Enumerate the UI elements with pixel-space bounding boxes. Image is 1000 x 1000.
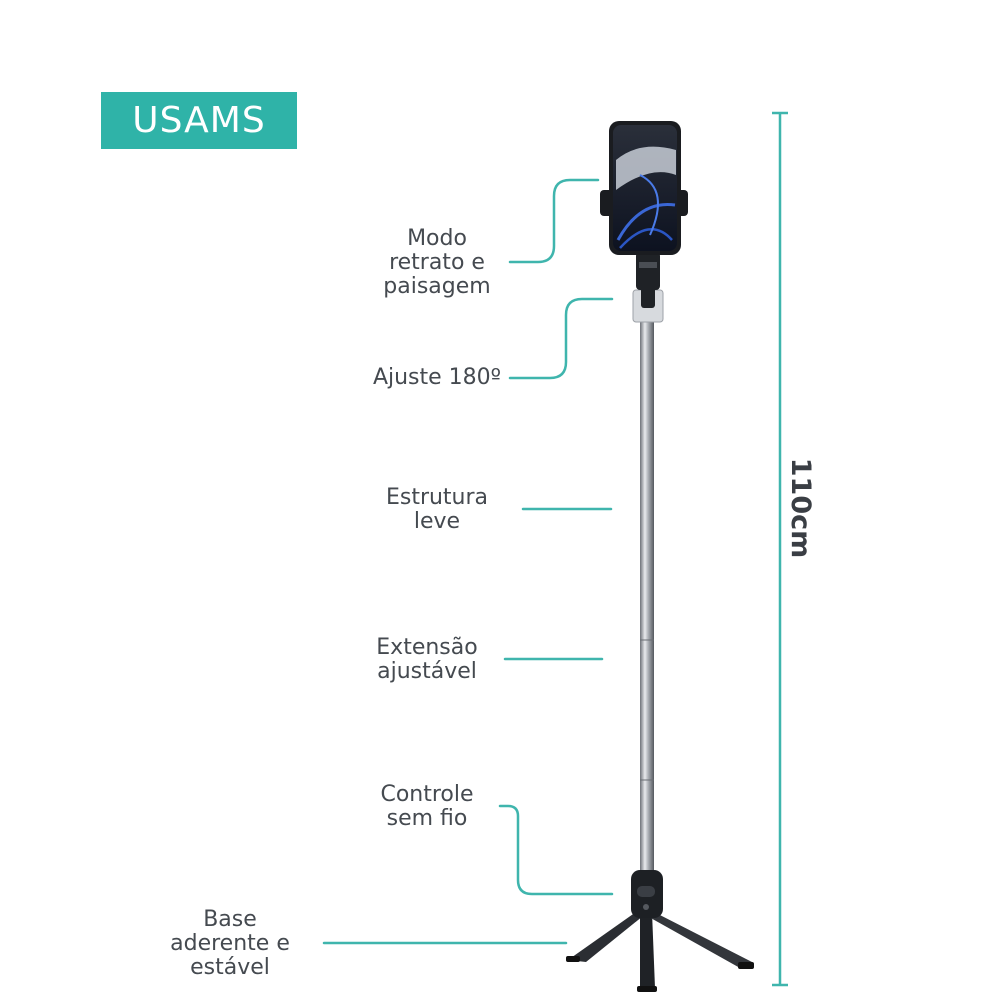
- tripod-base: [566, 912, 754, 992]
- height-dimension-line: [772, 111, 788, 987]
- callout-line-adjust: [508, 297, 614, 380]
- height-dimension-label: 110cm: [785, 457, 817, 559]
- usams-logo: USAMS: [101, 92, 297, 149]
- feature-label-portrait-landscape: Modo retrato e paisagem: [383, 226, 491, 299]
- callout-line-portrait: [508, 178, 600, 264]
- feature-label-adjust-180: Ajuste 180º: [372, 365, 502, 390]
- telescopic-pole: [640, 320, 654, 880]
- remote-control: [631, 870, 663, 918]
- phone-holder: [600, 121, 688, 255]
- feature-label-stable-base: Base aderente e estável: [170, 907, 290, 980]
- callout-line-remote: [498, 804, 614, 896]
- rotation-joint: [632, 286, 664, 323]
- feature-label-wireless-remote: Controle sem fio: [380, 782, 474, 831]
- feature-label-light-structure: Estrutura leve: [385, 485, 489, 534]
- feature-label-adjustable-extension: Extensão ajustável: [376, 635, 478, 684]
